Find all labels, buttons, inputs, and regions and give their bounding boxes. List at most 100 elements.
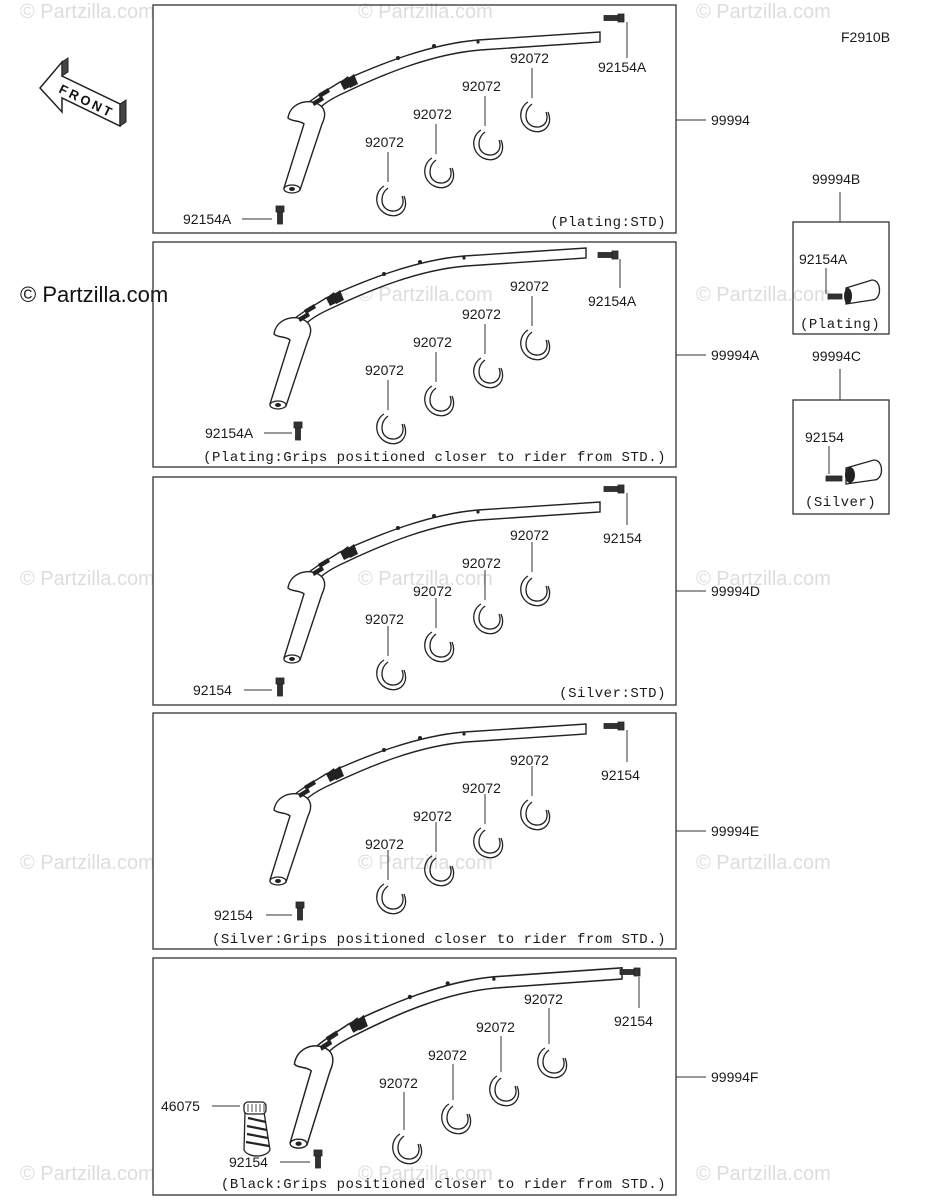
- kit-note: (Plating): [800, 317, 880, 333]
- clamp-icon: [392, 1133, 423, 1165]
- part-label: 92154A: [205, 425, 254, 441]
- brand-watermark: © Partzilla.com: [20, 282, 168, 307]
- figure-code: F2910B: [841, 29, 890, 45]
- grip-icon: [243, 1101, 271, 1157]
- watermark: © Partzilla.com: [696, 568, 831, 590]
- kit-99994C: 99994C 92154 (Silver): [792, 348, 890, 515]
- bolt-icon: [619, 967, 641, 977]
- clamp-icon: [537, 1047, 568, 1079]
- clamp-icon: [520, 329, 551, 361]
- clamp-icon: [473, 129, 504, 161]
- kit-note: (Silver): [805, 495, 876, 511]
- watermark: © Partzilla.com: [696, 1163, 831, 1185]
- clamp-icon: [473, 357, 504, 389]
- bolt-icon: [313, 1149, 323, 1169]
- assembly-label: 99994C: [812, 348, 861, 364]
- part-label: 92154: [229, 1154, 268, 1170]
- bolt-icon: [293, 421, 303, 441]
- part-label: 92154: [193, 682, 232, 698]
- assembly-label: 99994F: [711, 1069, 758, 1085]
- part-label: 92154A: [598, 59, 647, 75]
- part-label: 92072: [462, 555, 501, 571]
- clamp-icon: [520, 575, 551, 607]
- bolt-icon: [275, 205, 285, 225]
- kit-frame: [792, 399, 890, 515]
- part-label: 92072: [413, 334, 452, 350]
- part-label: 92072: [462, 780, 501, 796]
- clamp-icon: [473, 603, 504, 635]
- clamp-icon: [489, 1075, 520, 1107]
- part-label: 92072: [428, 1047, 467, 1063]
- panel-note: (Silver:STD): [559, 686, 666, 702]
- panel-99994A: 92154A 92154A 92072 92072 92072 92072 (P…: [152, 241, 760, 468]
- part-label: 92154A: [588, 293, 637, 309]
- bolt-icon: [603, 721, 625, 731]
- clamp-icon: [424, 157, 455, 189]
- assembly-label: 99994B: [812, 171, 860, 187]
- watermark: © Partzilla.com: [696, 284, 831, 306]
- part-label: 92072: [462, 306, 501, 322]
- clamp-icon: [376, 413, 407, 445]
- bar-end-weight-icon: [825, 459, 883, 485]
- clamp-icon: [376, 659, 407, 691]
- watermark: © Partzilla.com: [20, 852, 155, 874]
- kit-frame: [792, 221, 890, 335]
- part-label: 92072: [365, 362, 404, 378]
- panel-note: (Black:Grips positioned closer to rider …: [221, 1177, 666, 1193]
- panel-note: (Plating:STD): [550, 215, 666, 231]
- part-label: 46075: [161, 1098, 200, 1114]
- assembly-label: 99994D: [711, 583, 760, 599]
- part-label: 92072: [379, 1075, 418, 1091]
- part-label: 92072: [413, 583, 452, 599]
- clamp-icon: [424, 385, 455, 417]
- watermark: © Partzilla.com: [696, 852, 831, 874]
- clamp-icon: [376, 185, 407, 217]
- part-label: 92072: [365, 134, 404, 150]
- clamp-icon: [520, 799, 551, 831]
- assembly-label: 99994A: [711, 347, 760, 363]
- part-label: 92072: [510, 752, 549, 768]
- panel-99994E: 92154 92154 92072 92072 92072 92072 (Sil…: [152, 712, 759, 950]
- panel-note: (Silver:Grips positioned closer to rider…: [212, 932, 666, 948]
- part-label: 92154: [614, 1013, 653, 1029]
- watermark: © Partzilla.com: [358, 1, 493, 23]
- panel-99994F: 92154 92154 46075 92072 92072 92072 9207…: [152, 957, 758, 1196]
- part-label: 92154: [214, 907, 253, 923]
- handlebar-icon: [269, 247, 587, 410]
- part-label: 92154: [601, 767, 640, 783]
- bolt-icon: [275, 677, 285, 697]
- part-label: 92072: [413, 106, 452, 122]
- watermark: © Partzilla.com: [358, 284, 493, 306]
- panel-99994: 92154A 92154A 92072 92072 92072 92072 (P…: [152, 4, 750, 234]
- assembly-label: 99994: [711, 112, 750, 128]
- part-label: 92154A: [799, 251, 848, 267]
- bolt-icon: [603, 484, 625, 494]
- watermark: © Partzilla.com: [358, 568, 493, 590]
- part-label: 92072: [365, 836, 404, 852]
- watermark-layer: © Partzilla.com © Partzilla.com © Partzi…: [20, 1, 831, 1185]
- watermark: © Partzilla.com: [20, 1, 155, 23]
- clamp-icon: [520, 101, 551, 133]
- part-label: 92154: [603, 530, 642, 546]
- bar-end-weight-icon: [827, 279, 881, 305]
- part-label: 92072: [413, 808, 452, 824]
- watermark: © Partzilla.com: [20, 1163, 155, 1185]
- assembly-label: 99994E: [711, 823, 759, 839]
- panel-note: (Plating:Grips positioned closer to ride…: [203, 450, 666, 466]
- bolt-icon: [603, 13, 625, 23]
- panel-99994D: 92154 92154 92072 92072 92072 92072 (Sil…: [152, 476, 760, 706]
- part-label: 92072: [510, 278, 549, 294]
- part-label: 92154A: [183, 211, 232, 227]
- clamp-icon: [441, 1103, 472, 1135]
- part-label: 92072: [510, 50, 549, 66]
- part-label: 92154: [805, 429, 844, 445]
- panel-frame: [152, 4, 677, 234]
- watermark: © Partzilla.com: [358, 1163, 493, 1185]
- clamp-icon: [473, 827, 504, 859]
- front-arrow-icon: FRONT: [39, 57, 127, 128]
- part-label: 92072: [510, 527, 549, 543]
- kit-99994B: 99994B 92154A (Plating): [792, 171, 890, 335]
- watermark: © Partzilla.com: [696, 1, 831, 23]
- clamp-icon: [376, 883, 407, 915]
